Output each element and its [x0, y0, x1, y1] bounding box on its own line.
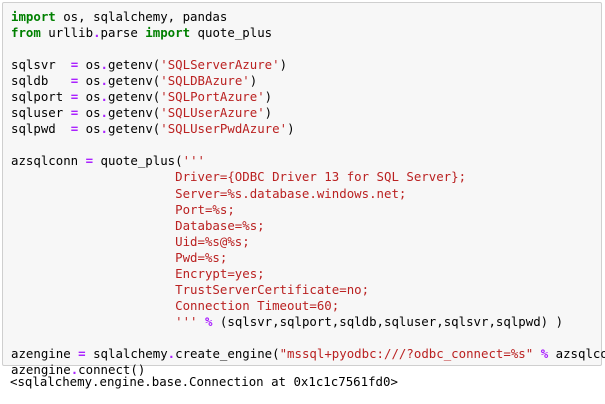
code-token-plain: azengine: [11, 362, 71, 378]
code-token-plain: os, sqlalchemy, pandas: [55, 9, 228, 24]
code-token-plain: os: [78, 121, 101, 137]
code-token-str: 'SQLUserPwdAzure': [160, 121, 288, 137]
code-token-plain: os: [78, 105, 101, 121]
code-token-str: Server=%s.database.windows.net;: [11, 185, 407, 201]
code-token-op: =: [70, 89, 79, 105]
code-token-kw: from: [11, 25, 41, 41]
code-token-plain: ): [264, 89, 273, 105]
code-line: Server=%s.database.windows.net;: [11, 186, 605, 202]
code-token-plain: ): [287, 121, 295, 137]
code-token-plain: azsqlconn): [555, 345, 605, 361]
code-token-op: .: [100, 57, 109, 73]
code-token-plain: azsqlconn: [11, 153, 86, 169]
code-token-str: 'SQLPortAzure': [160, 89, 265, 105]
code-token-plain: os: [78, 73, 101, 89]
code-token-kw: import: [11, 9, 56, 24]
code-line: azengine.connect(): [11, 362, 605, 378]
code-token-op: %: [204, 313, 213, 329]
code-token-op: =: [78, 345, 86, 361]
code-line: Port=%s;: [11, 202, 605, 218]
code-token-plain: getenv(: [108, 121, 161, 137]
code-token-str: 'SQLDBAzure': [160, 73, 250, 89]
code-line: azsqlconn = quote_plus(''': [11, 153, 605, 169]
code-line: sqlpwd = os.getenv('SQLUserPwdAzure'): [11, 121, 605, 137]
code-line: Database=%s;: [11, 218, 605, 234]
code-token-str: 'SQLServerAzure': [160, 57, 280, 73]
code-line: Connection Timeout=60;: [11, 298, 605, 314]
code-token-op: =: [85, 153, 94, 169]
code-line: from urllib.parse import quote_plus: [11, 25, 605, 41]
code-line: sqldb = os.getenv('SQLDBAzure'): [11, 73, 605, 89]
code-token-str: TrustServerCertificate=no;: [11, 281, 370, 297]
code-token-op: .: [100, 105, 109, 121]
code-token-plain: sqlalchemy: [85, 345, 168, 361]
code-line: sqluser = os.getenv('SQLUserAzure'): [11, 105, 605, 121]
code-token-plain: quote_plus: [190, 25, 273, 41]
code-token-plain: parse: [100, 25, 146, 41]
code-token-plain: quote_plus(: [93, 153, 183, 169]
code-line: sqlport = os.getenv('SQLPortAzure'): [11, 89, 605, 105]
code-token-str: Connection Timeout=60;: [11, 297, 340, 313]
code-token-str: Driver={ODBC Driver 13 for SQL Server};: [11, 169, 467, 185]
code-token-str: Uid=%s@%s;: [11, 233, 250, 249]
code-token-op: .: [100, 89, 109, 105]
code-line: TrustServerCertificate=no;: [11, 282, 605, 298]
code-token-plain: ): [279, 57, 288, 73]
code-token-plain: create_engine(: [175, 345, 280, 361]
code-line: Driver={ODBC Driver 13 for SQL Server};: [11, 169, 605, 185]
code-token-kw: import: [145, 25, 191, 41]
code-token-str: "mssql+pyodbc:///?odbc_connect=%s": [279, 345, 534, 361]
code-token-plain: getenv(: [108, 73, 161, 89]
code-token-str: ''': [182, 153, 205, 169]
code-token-plain: [533, 346, 540, 361]
code-token-plain: sqlsvr: [11, 57, 71, 73]
cell-output: <sqlalchemy.engine.base.Connection at 0x…: [10, 374, 398, 389]
code-token-plain: connect(): [78, 362, 146, 378]
code-token-plain: urllib: [40, 25, 94, 41]
code-line: ''' % (sqlsvr,sqlport,sqldb,sqluser,sqls…: [11, 314, 605, 330]
code-token-op: =: [70, 73, 79, 89]
code-token-plain: sqldb: [11, 73, 71, 89]
code-line: ​: [11, 137, 605, 153]
code-token-op: .: [100, 73, 109, 89]
code-token-op: .: [93, 25, 101, 41]
code-token-plain: (sqlsvr,sqlport,sqldb,sqluser,sqlsvr,sql…: [212, 313, 564, 329]
code-line: import os, sqlalchemy, pandas: [11, 9, 605, 25]
code-line: ​: [11, 330, 605, 346]
code-line: sqlsvr = os.getenv('SQLServerAzure'): [11, 57, 605, 73]
code-token-op: .: [100, 121, 109, 137]
code-token-plain: os: [78, 89, 101, 105]
code-token-plain: azengine: [11, 345, 79, 361]
code-token-plain: ): [249, 73, 258, 89]
code-token-plain: ): [264, 105, 273, 121]
code-token-op: =: [70, 105, 79, 121]
code-token-str: 'SQLUserAzure': [160, 105, 265, 121]
code-token-op: =: [70, 57, 79, 73]
code-token-plain: getenv(: [108, 57, 161, 73]
code-token-plain: sqlport: [11, 89, 71, 105]
code-line: Pwd=%s;: [11, 250, 605, 266]
code-token-plain: getenv(: [108, 89, 161, 105]
code-token-op: %: [540, 345, 549, 361]
code-token-op: =: [70, 121, 79, 137]
code-token-plain: os: [78, 57, 101, 73]
code-token-plain: getenv(: [108, 105, 161, 121]
code-line: Encrypt=yes;: [11, 266, 605, 282]
code-token-plain: sqlpwd: [11, 121, 71, 137]
code-token-str: Database=%s;: [11, 217, 265, 233]
code-token-str: Port=%s;: [11, 201, 235, 217]
code-line: azengine = sqlalchemy.create_engine("mss…: [11, 346, 605, 362]
code-token-str: Pwd=%s;: [11, 249, 228, 265]
code-token-str: ''': [11, 313, 205, 329]
code-token-op: .: [70, 362, 79, 378]
code-line: Uid=%s@%s;: [11, 234, 605, 250]
code-token-op: .: [167, 345, 176, 361]
code-line: ​: [11, 41, 605, 57]
code-token-plain: sqluser: [11, 105, 71, 121]
code-token-str: Encrypt=yes;: [11, 265, 265, 281]
